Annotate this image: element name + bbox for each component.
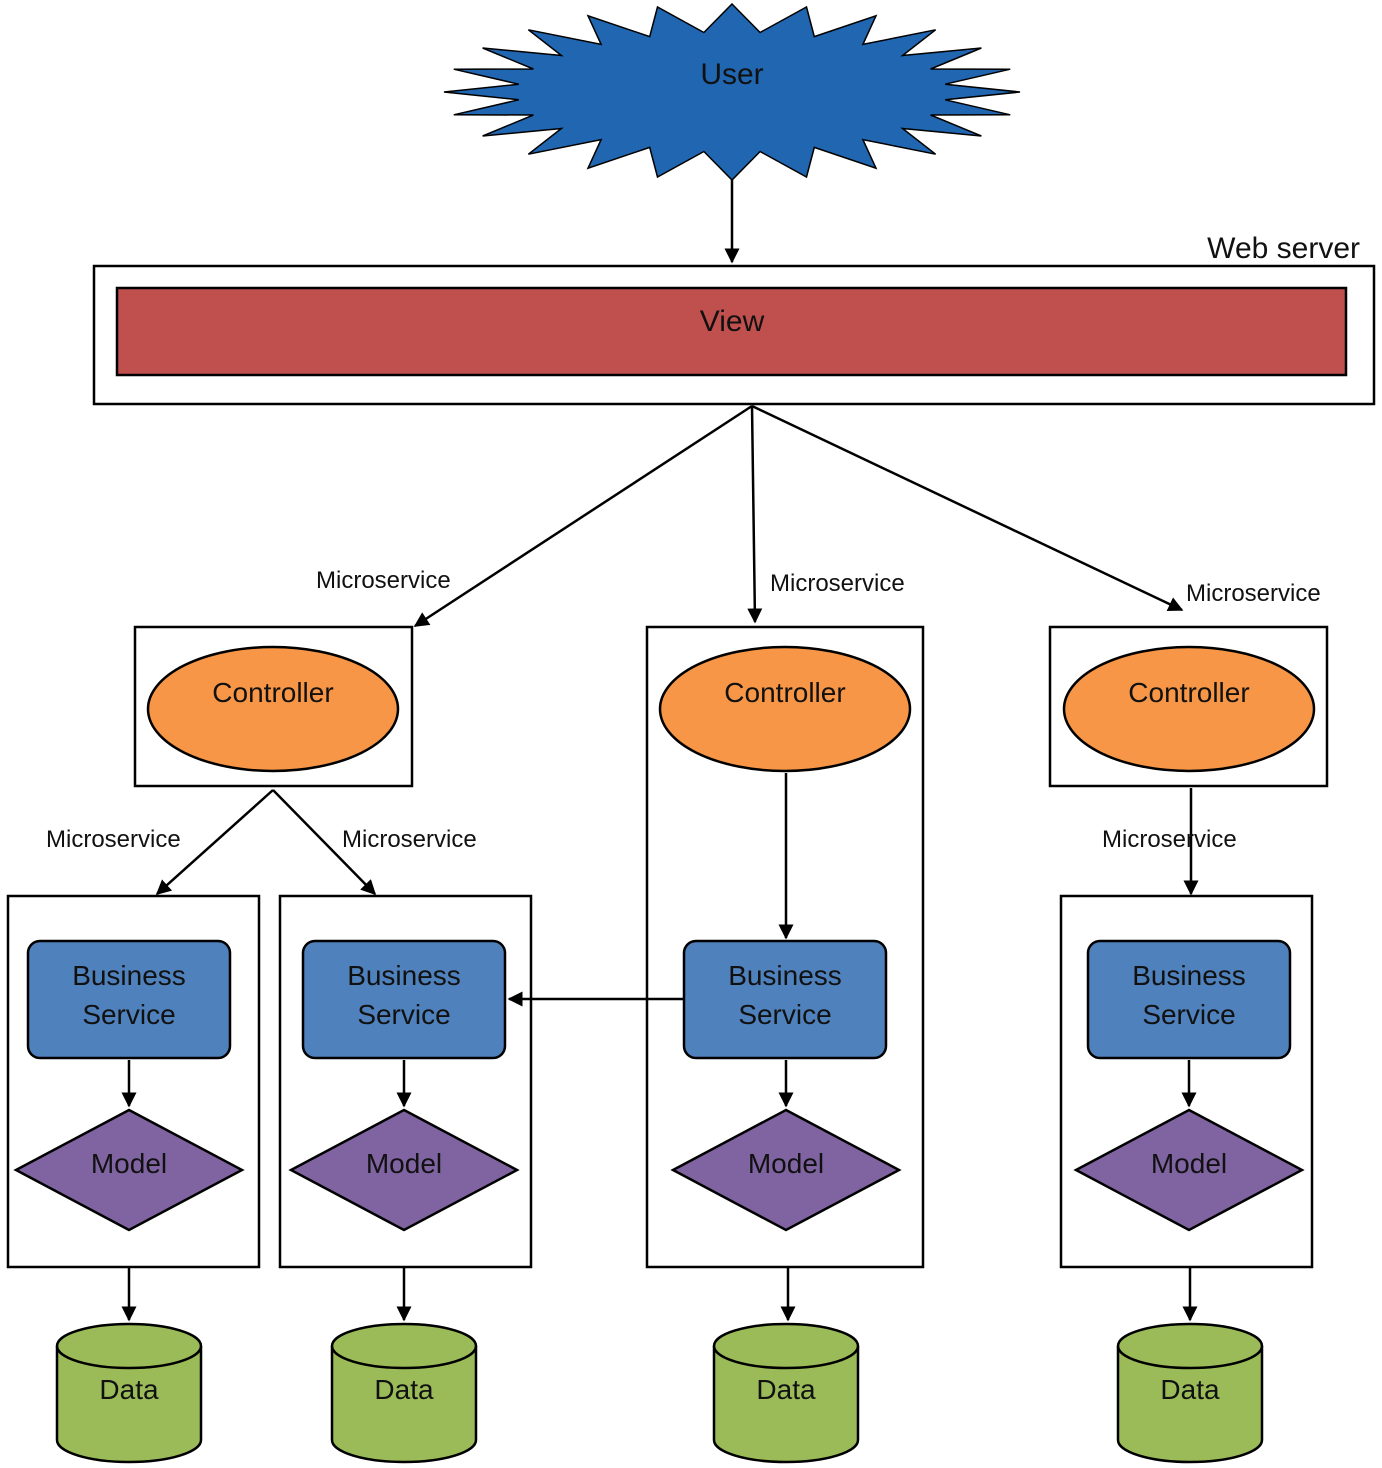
business-service-line1-3: Business: [728, 960, 842, 991]
microservice-label-5: Microservice: [342, 826, 477, 853]
data-cylinder-top-1: [55, 1345, 203, 1370]
data-label-4: Data: [1160, 1374, 1220, 1405]
controller-container-3: Controller: [1048, 625, 1329, 788]
data-cylinder-top-3: [712, 1345, 860, 1370]
data-cylinder-4: [1116, 1322, 1264, 1464]
data-store-2: Data: [330, 1322, 478, 1464]
business-service-line1-1: Business: [72, 960, 186, 991]
business-service-line1-2: Business: [347, 960, 461, 991]
user-node: User: [443, 2, 1021, 182]
edge-view-to-controller-1: [413, 404, 753, 628]
microservice-box-3: Controller Business Service Model: [645, 625, 925, 1269]
user-starburst-shape: [443, 2, 1021, 182]
microservice-box-2: Business Service Model: [278, 894, 533, 1269]
microservice-label-4: Microservice: [46, 826, 181, 853]
model-diamond-4: [1073, 1108, 1305, 1232]
data-label-1: Data: [99, 1374, 159, 1405]
controller-label-2: Controller: [724, 677, 845, 708]
model-diamond-1: [13, 1108, 245, 1232]
microservice-box-1: Business Service Model: [6, 894, 261, 1269]
model-diamond-3: [670, 1108, 902, 1232]
business-service-box-1: [26, 939, 232, 1060]
data-label-2: Data: [374, 1374, 434, 1405]
controller-container-1: Controller: [133, 625, 414, 788]
model-diamond-2: [288, 1108, 520, 1232]
business-service-line2-3: Service: [738, 999, 831, 1030]
data-cylinder-2: [330, 1322, 478, 1464]
data-store-4: Data: [1116, 1322, 1264, 1464]
model-label-4: Model: [1151, 1148, 1227, 1179]
view-box: [115, 286, 1348, 377]
model-label-3: Model: [748, 1148, 824, 1179]
controller-label-3: Controller: [1128, 677, 1249, 708]
edge-view-to-controller-3: [751, 404, 1184, 612]
business-service-line2-4: Service: [1142, 999, 1235, 1030]
controller-ellipse-1: [146, 645, 400, 773]
web-server-label: Web server: [1207, 232, 1360, 265]
microservice-label-3: Microservice: [1186, 580, 1321, 607]
microservice-label-2: Microservice: [770, 570, 905, 597]
controller-ellipse-3: [1062, 645, 1316, 773]
data-cylinder-3: [712, 1322, 860, 1464]
data-cylinder-top-4: [1116, 1345, 1264, 1370]
microservice-label-6: Microservice: [1102, 826, 1237, 853]
data-label-3: Data: [756, 1374, 816, 1405]
model-label-1: Model: [91, 1148, 167, 1179]
business-service-box-4: [1086, 939, 1292, 1060]
data-cylinder-top-2: [330, 1345, 478, 1370]
data-store-1: Data: [55, 1322, 203, 1464]
microservice-box-4: Business Service Model: [1059, 894, 1314, 1269]
edge-controller-1-to-service-2: [272, 789, 377, 896]
data-cylinder-1: [55, 1322, 203, 1464]
business-service-line2-1: Service: [82, 999, 175, 1030]
controller-label-1: Controller: [212, 677, 333, 708]
business-service-line2-2: Service: [357, 999, 450, 1030]
user-label: User: [700, 58, 763, 91]
data-store-3: Data: [712, 1322, 860, 1464]
model-label-2: Model: [366, 1148, 442, 1179]
edge-view-to-controller-2: [747, 405, 763, 624]
view-label: View: [700, 305, 765, 338]
business-service-line1-4: Business: [1132, 960, 1246, 991]
business-service-box-2: [301, 939, 507, 1060]
controller-ellipse-2: [658, 645, 912, 773]
edge-controller-1-to-service-1: [155, 789, 274, 896]
microservice-label-1: Microservice: [316, 567, 451, 594]
web-server-container: Web server View: [92, 232, 1376, 406]
